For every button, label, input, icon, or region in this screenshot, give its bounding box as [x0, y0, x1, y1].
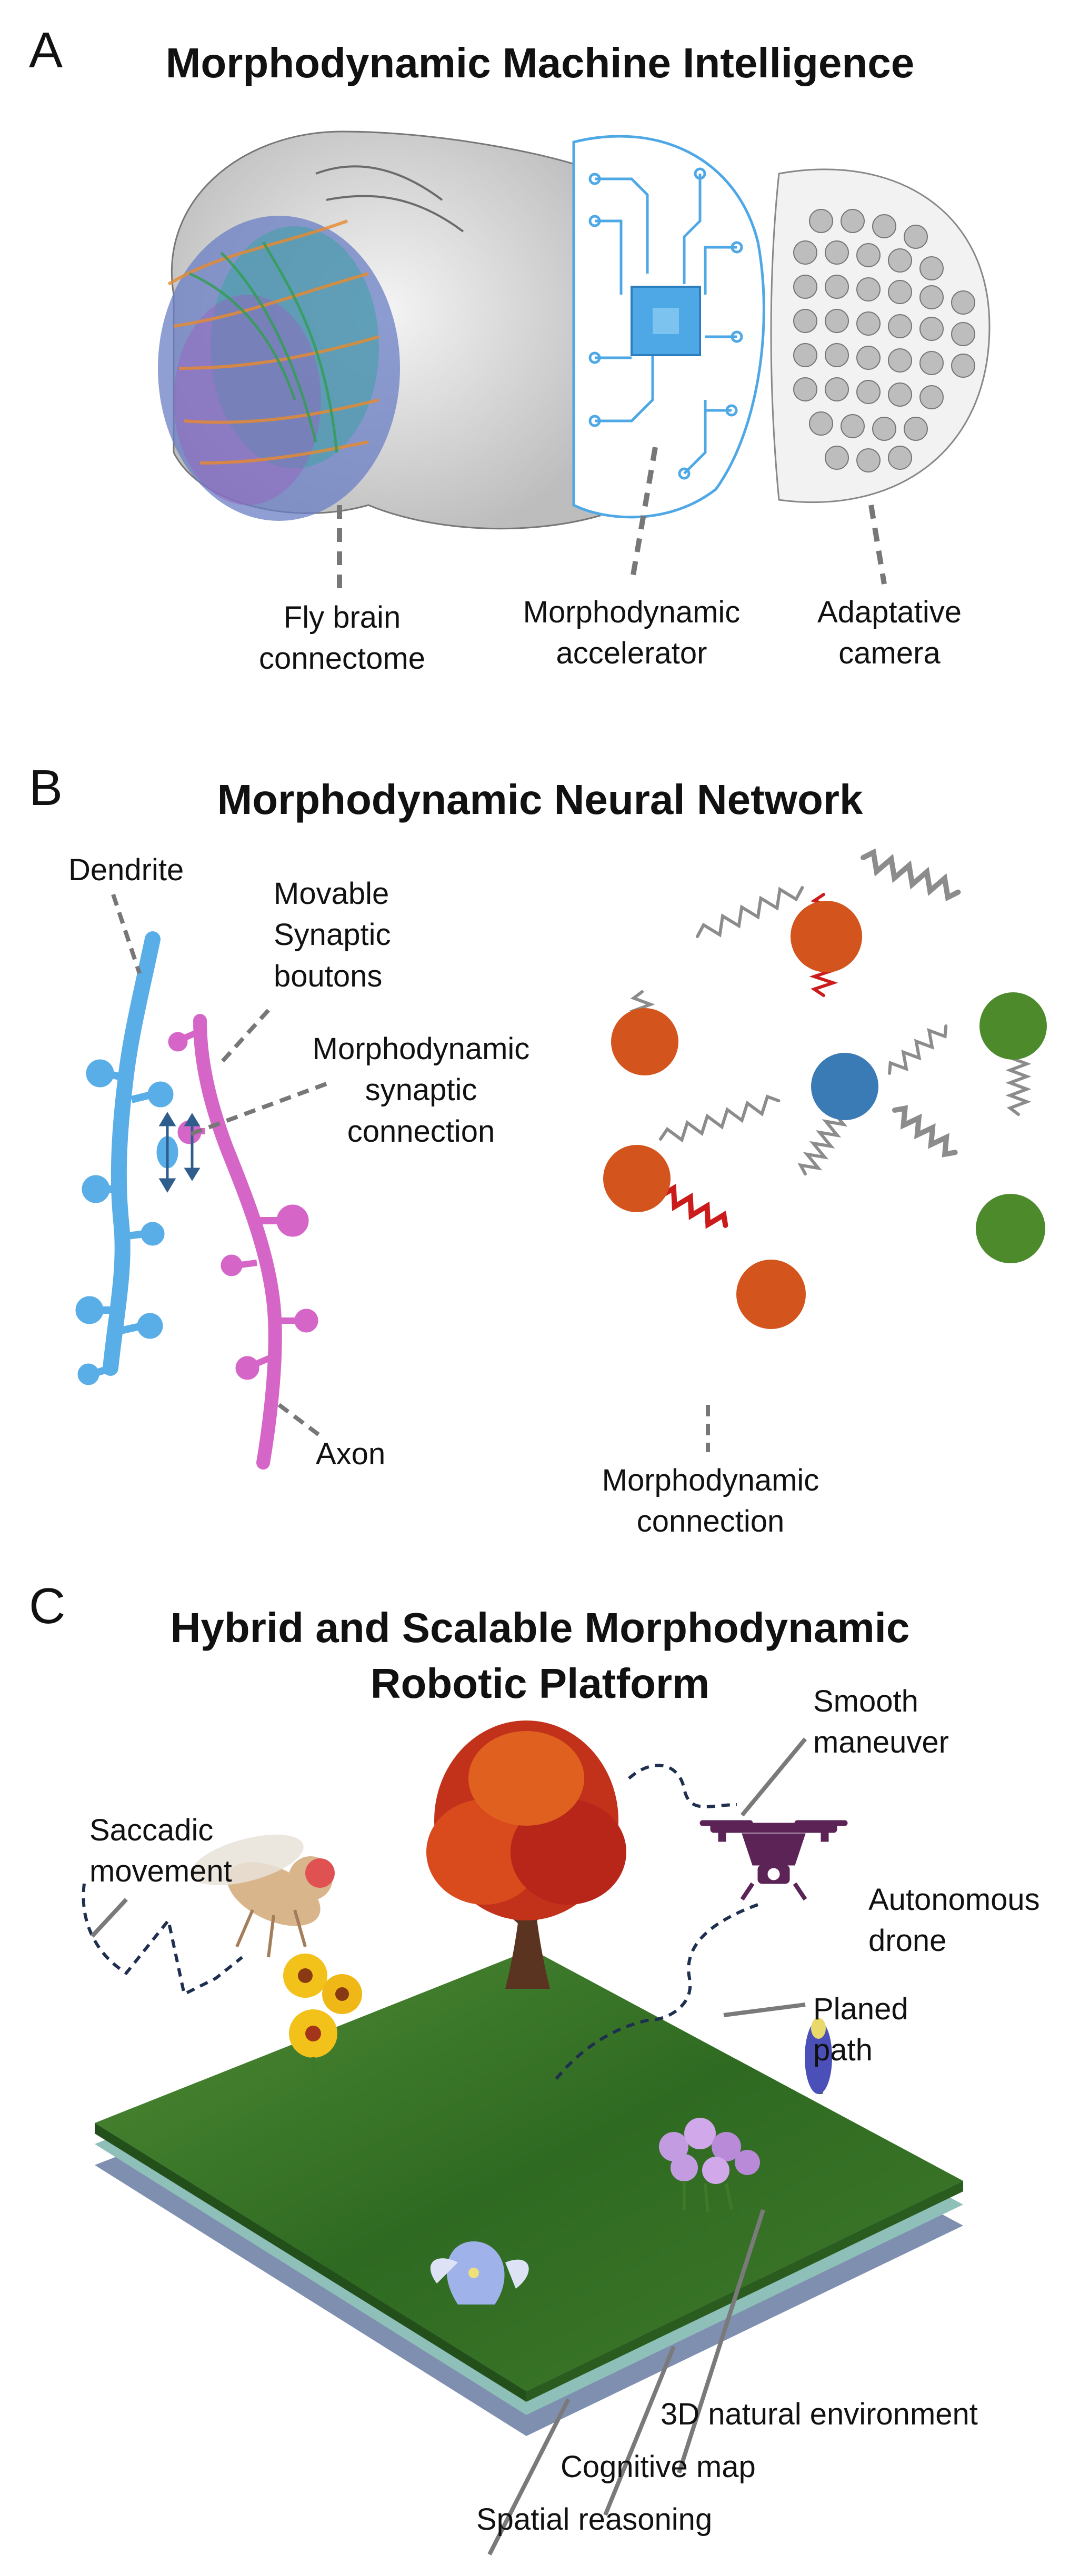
bouton-arrows: [158, 1112, 201, 1193]
panel-a-title: Morphodynamic Machine Intelligence: [165, 39, 915, 86]
network-node-orange-bottom: [736, 1260, 806, 1329]
flower-yellow: [283, 1954, 362, 2089]
drone-icon: [699, 1820, 848, 1901]
connectome-fibers: [158, 165, 464, 521]
panel-a: A Morphodynamic Machine Intelligence: [0, 0, 1080, 737]
label-boutons: Movable Synaptic boutons: [274, 877, 391, 993]
panel-b-title: Morphodynamic Neural Network: [217, 776, 863, 823]
panel-c: C Hybrid and Scalable Morphodynamic Robo…: [0, 1557, 1080, 2576]
saccadic-path: [82, 1883, 243, 1997]
panel-b-illustration: [75, 848, 1047, 1470]
network-node-orange-mid: [603, 1145, 671, 1212]
label-axon: Axon: [316, 1437, 386, 1471]
label-dendrite: Dendrite: [68, 853, 184, 887]
panel-a-leaders: [337, 447, 887, 589]
network-node-green-top: [979, 992, 1047, 1060]
fly-illustration: [191, 1835, 335, 1958]
label-spatial-reasoning: Spatial reasoning: [476, 2502, 713, 2537]
circuit-traces: [588, 167, 743, 480]
label-synaptic-connection: Morphodynamic synaptic connection: [312, 1032, 530, 1149]
label-fly-brain: Fly brain connectome: [259, 600, 425, 676]
label-cognitive-map: Cognitive map: [561, 2450, 756, 2484]
trajectories: [82, 1764, 759, 2085]
network-node-blue: [811, 1053, 878, 1120]
spring-blue-green1: [888, 1024, 948, 1075]
label-autonomous-drone: Autonomous drone: [868, 1883, 1040, 1958]
spring-orange1-orange2: [696, 886, 804, 938]
panel-c-title-line2: Robotic Platform: [370, 1660, 710, 1707]
network-node-orange-left: [611, 1008, 678, 1075]
flower-blue-bluebonnet: [805, 2018, 832, 2095]
panel-c-title-line1: Hybrid and Scalable Morphodynamic: [170, 1604, 910, 1651]
planned-path: [551, 1903, 759, 2085]
panel-c-letter: C: [29, 1578, 66, 1634]
network-node-orange-top: [791, 901, 862, 972]
spring-blue-orange3: [659, 1094, 781, 1143]
tree-illustration: [426, 1720, 626, 1989]
label-planed-path: Planed path: [813, 1992, 908, 2068]
panel-b-letter: B: [29, 760, 63, 816]
spring-blue-orange4: [797, 1109, 848, 1176]
label-3d-environment: 3D natural environment: [661, 2397, 978, 2431]
panel-b: B Morphodynamic Neural Network: [0, 737, 1080, 1557]
label-accelerator: Morphodynamic accelerator: [523, 595, 741, 671]
panel-b-leaders: [111, 893, 710, 1452]
label-saccadic-movement: Saccadic movement: [89, 1813, 232, 1889]
flower-purple-cluster: [659, 2118, 760, 2213]
dendrite-shape: [75, 931, 178, 1385]
flower-white-blue: [430, 2241, 529, 2305]
panel-c-leaders: [91, 1737, 807, 2555]
label-smooth-maneuver: Smooth maneuver: [813, 1684, 949, 1760]
panel-c-illustration: [82, 1720, 963, 2555]
label-morphodynamic-connection: Morphodynamic connection: [602, 1463, 819, 1539]
spring-orange2-green1: [861, 848, 961, 902]
smooth-path: [628, 1764, 737, 1808]
spring-blue-green2: [892, 1105, 958, 1158]
panel-a-letter: A: [29, 22, 63, 78]
label-camera: Adaptative camera: [817, 595, 962, 671]
panel-a-illustration: [158, 130, 991, 589]
axon-shape: [168, 1014, 318, 1470]
ommatidia: [793, 209, 975, 472]
network-node-green-bottom: [976, 1194, 1045, 1263]
